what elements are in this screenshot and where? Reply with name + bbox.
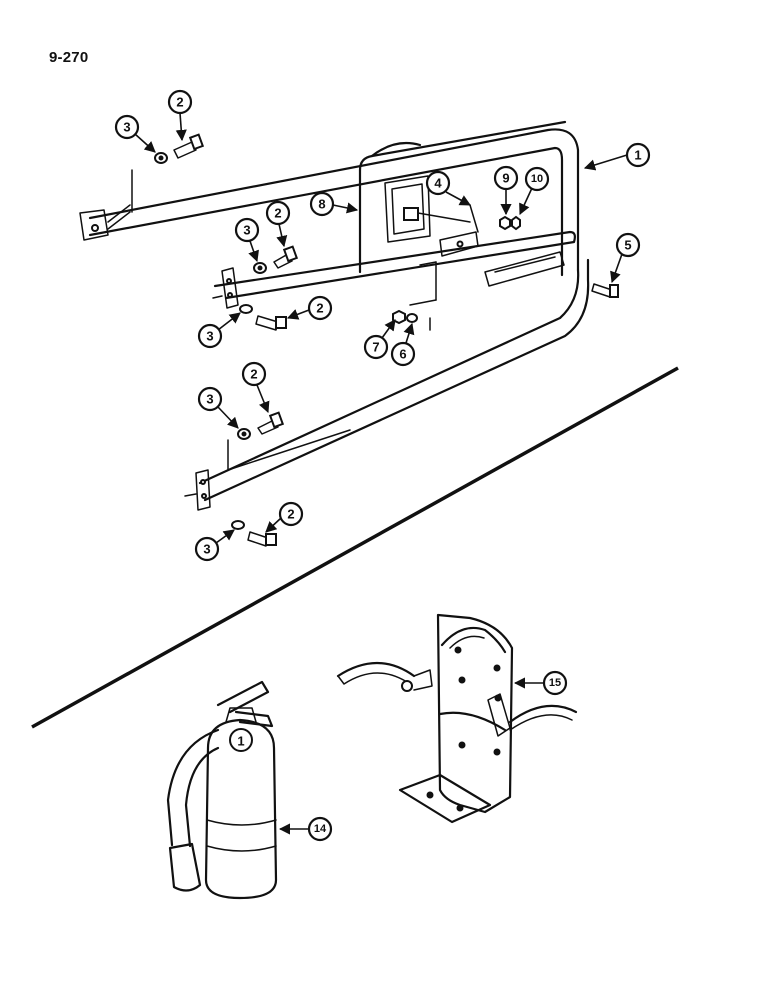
- svg-text:7: 7: [372, 340, 379, 355]
- callout-15: [542, 670, 568, 696]
- callout-3: [197, 386, 223, 412]
- section-divider: [31, 366, 679, 729]
- callout-2: [307, 295, 333, 321]
- svg-text:2: 2: [287, 507, 294, 522]
- page-number: 9-270: [49, 49, 89, 66]
- callout-14: [307, 816, 333, 842]
- svg-text:3: 3: [243, 223, 250, 238]
- callout-2: [265, 200, 291, 226]
- callout-8: [309, 191, 335, 217]
- svg-text:10: 10: [531, 173, 543, 185]
- callout-5: [615, 232, 641, 258]
- callout-6: [390, 341, 416, 367]
- callout-3: [114, 114, 140, 140]
- hardware: [154, 133, 619, 547]
- callout-1: [625, 142, 651, 168]
- svg-text:3: 3: [203, 542, 210, 557]
- callout-9: [493, 165, 519, 191]
- svg-text:9: 9: [502, 171, 509, 186]
- svg-text:2: 2: [316, 301, 323, 316]
- callout-3: [194, 536, 220, 562]
- fire-extinguisher: 1: [166, 680, 278, 900]
- svg-text:3: 3: [123, 120, 130, 135]
- svg-text:2: 2: [274, 206, 281, 221]
- svg-text:8: 8: [318, 197, 325, 212]
- callout-3: [234, 217, 260, 243]
- svg-text:2: 2: [176, 95, 183, 110]
- callout-10: [524, 166, 550, 192]
- bolt-icon: [173, 141, 197, 159]
- gauge-label: 1: [237, 734, 244, 749]
- callout-2: [167, 89, 193, 115]
- svg-text:4: 4: [434, 176, 442, 191]
- svg-text:6: 6: [399, 347, 406, 362]
- svg-text:2: 2: [250, 367, 257, 382]
- gauge-icon: [229, 728, 253, 752]
- svg-text:5: 5: [624, 238, 631, 253]
- svg-text:14: 14: [314, 823, 327, 835]
- callout-3: [197, 323, 223, 349]
- callout-4: [425, 170, 451, 196]
- door-frame-assembly: [79, 120, 590, 511]
- svg-text:1: 1: [634, 148, 641, 163]
- svg-text:3: 3: [206, 329, 213, 344]
- callout-2: [278, 501, 304, 527]
- svg-text:15: 15: [549, 677, 561, 689]
- callout-7: [363, 334, 389, 360]
- extinguisher-bracket: [336, 613, 578, 824]
- callouts: 1 2 3 8 4 9 10 2 3 5: [114, 89, 651, 842]
- svg-text:3: 3: [206, 392, 213, 407]
- callout-2: [241, 361, 267, 387]
